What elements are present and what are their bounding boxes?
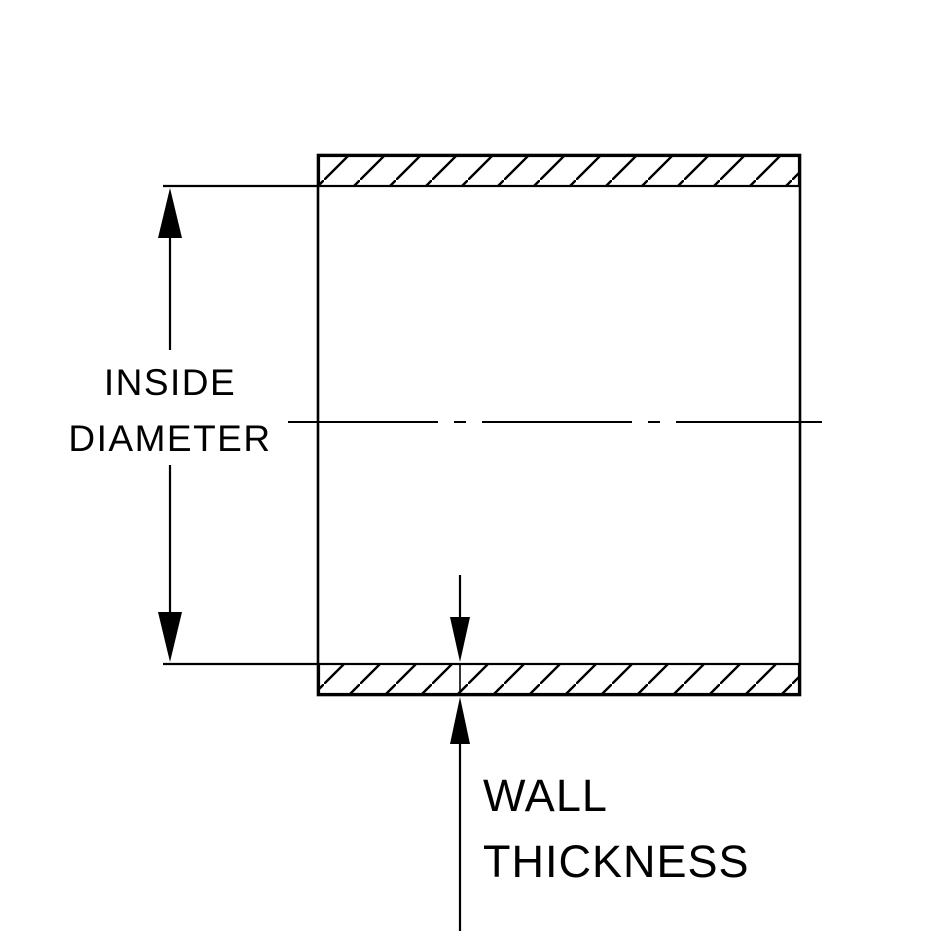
wall-thickness-label-line2: THICKNESS [483,836,750,887]
arrow-down-icon [450,617,470,662]
inside-diameter-label-line2: DIAMETER [68,418,271,459]
inside-diameter-dimension: INSIDE DIAMETER [68,184,318,666]
wall-thickness-dimension: WALL THICKNESS [450,575,750,931]
wall-thickness-label-line1: WALL [483,770,608,821]
top-wall-hatch [317,154,801,188]
arrow-down-icon [158,612,182,662]
bottom-wall-hatch [317,662,801,696]
tube-outline [316,153,802,697]
arrow-up-icon [158,188,182,238]
inside-diameter-label-line1: INSIDE [104,362,236,403]
tube-cross-section [288,153,822,697]
arrow-up-icon [450,697,470,744]
